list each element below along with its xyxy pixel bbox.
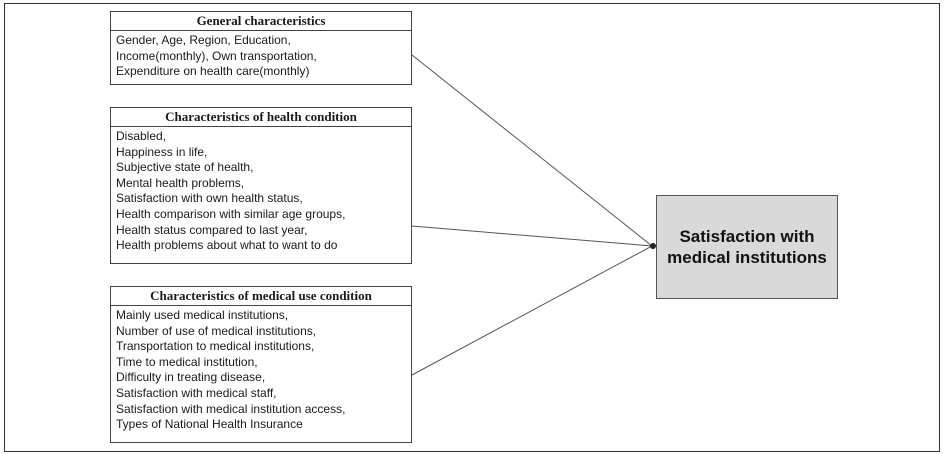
arrow-medical-to-outcome	[411, 245, 653, 376]
list-item: Subjective state of health,	[116, 160, 254, 175]
list-item: Happiness in life,	[116, 144, 208, 159]
general-characteristics-title: General characteristics	[111, 12, 411, 31]
health-condition-box: Characteristics of health condition Disa…	[110, 107, 412, 264]
list-item: Difficulty in treating disease,	[116, 370, 266, 385]
outcome-box: Satisfaction with medical institutions	[656, 195, 838, 299]
list-item: Health status compared to last year,	[116, 222, 308, 237]
list-item: Disabled,	[116, 129, 167, 143]
health-condition-title: Characteristics of health condition	[111, 108, 411, 127]
arrow-health-to-outcome	[411, 225, 653, 247]
list-item: Income(monthly), Own transportation,	[116, 48, 317, 63]
list-item: Mental health problems,	[116, 175, 245, 190]
medical-use-condition-list: Mainly used medical institutions, Number…	[111, 306, 411, 435]
list-item: Gender, Age, Region, Education,	[116, 33, 291, 47]
list-item: Health problems about what to want to do	[116, 238, 338, 253]
arrow-general-to-outcome	[411, 54, 653, 247]
list-item: Satisfaction with own health status,	[116, 191, 303, 206]
list-item: Mainly used medical institutions,	[116, 308, 289, 322]
medical-use-condition-title: Characteristics of medical use condition	[111, 287, 411, 306]
general-characteristics-list: Gender, Age, Region, Education, Income(m…	[111, 31, 411, 82]
outcome-label: Satisfaction with medical institutions	[667, 226, 827, 268]
list-item: Types of National Health Insurance	[116, 417, 303, 432]
outcome-label-line1: Satisfaction with	[679, 227, 815, 246]
health-condition-list: Disabled, Happiness in life, Subjective …	[111, 127, 411, 256]
list-item: Number of use of medical institutions,	[116, 323, 317, 338]
list-item: Transportation to medical institutions,	[116, 339, 315, 354]
arrowhead-point	[650, 243, 656, 249]
list-item: Time to medical institution,	[116, 354, 258, 369]
list-item: Satisfaction with medical institution ac…	[116, 401, 346, 416]
list-item: Health comparison with similar age group…	[116, 206, 346, 221]
outcome-label-line2: medical institutions	[667, 248, 827, 267]
list-item: Satisfaction with medical staff,	[116, 385, 277, 400]
medical-use-condition-box: Characteristics of medical use condition…	[110, 286, 412, 443]
general-characteristics-box: General characteristics Gender, Age, Reg…	[110, 11, 412, 85]
figure-frame	[4, 3, 940, 452]
list-item: Expenditure on health care(monthly)	[116, 64, 310, 79]
